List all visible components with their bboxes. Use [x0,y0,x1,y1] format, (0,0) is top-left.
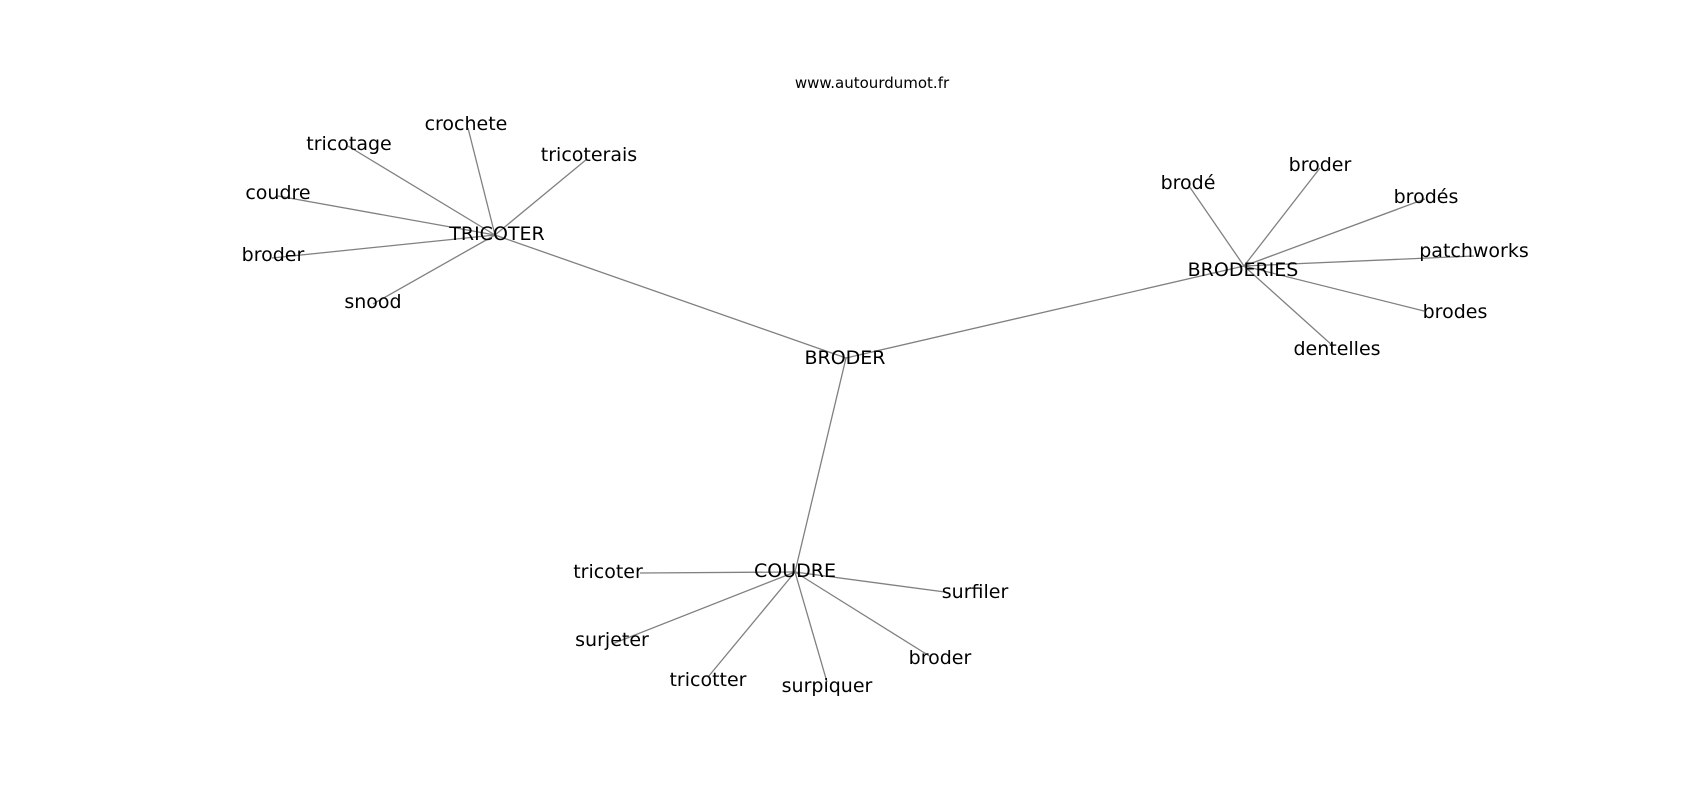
edge-hub-1-leaf-4 [277,195,496,236]
edge-hub-1-leaf-2 [347,145,496,236]
leaf-word-patchworks: patchworks [1419,240,1529,262]
edge-center-to-hub-2 [845,265,1245,359]
leaf-word-tricotter: tricotter [669,669,746,691]
edge-hub-3-leaf-4 [794,571,932,658]
leaf-word-broder: broder [242,244,305,266]
edge-hub-1-leaf-6 [372,234,496,305]
edge-hub-2-leaf-1 [1188,185,1245,267]
edge-hub-3-leaf-6 [794,571,828,683]
graph-labels: www.autourdumot.fr BRODER TRICOTER croch… [242,74,1529,697]
edge-center-to-hub-3 [794,357,847,573]
edge-hub-3-leaf-1 [639,571,796,574]
leaf-word-surfiler: surfiler [942,581,1009,603]
leaf-word-brodes-accent: brodés [1394,186,1459,208]
leaf-word-dentelles: dentelles [1293,338,1380,360]
center-word: BRODER [804,347,885,369]
leaf-word-brodes: brodes [1423,301,1488,323]
leaf-word-crochete: crochete [425,113,508,135]
edge-hub-2-leaf-5 [1243,265,1425,312]
leaf-word-tricoterais: tricoterais [541,144,637,166]
hub-word-tricoter: TRICOTER [448,223,544,245]
edge-hub-3-leaf-3 [611,571,796,645]
leaf-word-tricoter: tricoter [573,561,643,583]
edge-hub-1-leaf-5 [271,234,496,259]
edge-hub-1-leaf-1 [467,127,496,236]
leaf-word-surjeter: surjeter [575,629,649,651]
edge-hub-2-leaf-6 [1243,265,1334,347]
leaf-word-snood: snood [344,291,401,313]
edge-hub-1-leaf-3 [494,158,588,236]
hub-word-broderies: BRODERIES [1188,259,1299,281]
leaf-word-tricotage: tricotage [306,133,391,155]
leaf-word-broder-2: broder [1289,154,1352,176]
edge-center-to-hub-1 [494,234,847,359]
hub-word-coudre: COUDRE [754,560,836,582]
leaf-word-broder-3: broder [909,647,972,669]
leaf-word-surpiquer: surpiquer [782,675,873,697]
edge-hub-2-leaf-2 [1243,167,1321,267]
leaf-word-brode: brodé [1161,172,1216,194]
edge-hub-2-leaf-3 [1243,198,1426,267]
source-watermark: www.autourdumot.fr [795,74,950,92]
leaf-word-coudre: coudre [245,182,310,204]
edge-hub-2-leaf-4 [1243,255,1475,267]
edge-hub-3-leaf-5 [707,571,796,678]
graph-edges [271,127,1475,683]
edge-hub-3-leaf-2 [794,571,946,593]
